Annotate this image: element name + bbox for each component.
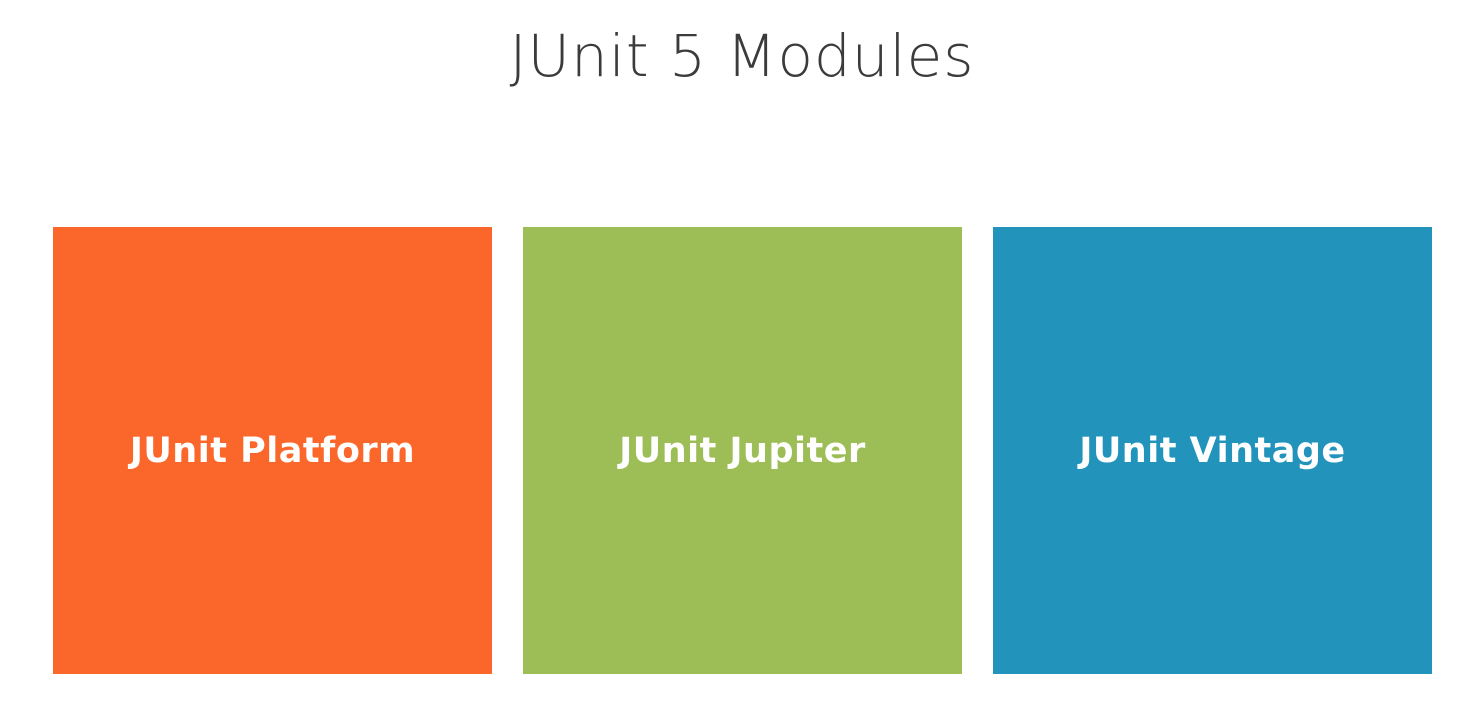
junit-jupiter-block: JUnit Jupiter: [523, 227, 962, 674]
junit-platform-label: JUnit Platform: [129, 430, 416, 471]
slide-title: JUnit 5 Modules: [509, 22, 975, 90]
junit-jupiter-label: JUnit Jupiter: [619, 430, 866, 471]
junit-platform-block: JUnit Platform: [53, 227, 492, 674]
junit-vintage-label: JUnit Vintage: [1079, 430, 1346, 471]
junit-vintage-block: JUnit Vintage: [993, 227, 1432, 674]
